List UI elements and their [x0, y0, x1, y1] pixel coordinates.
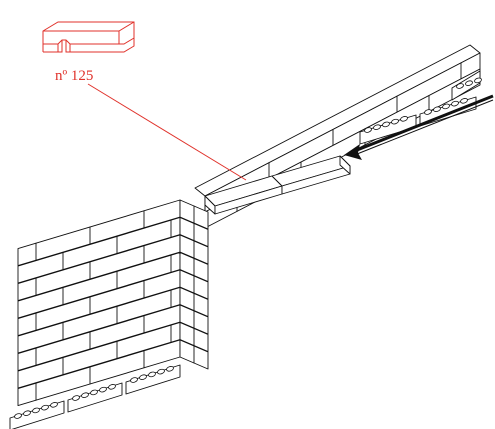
brick-hole	[139, 374, 147, 380]
brick-hole	[391, 118, 399, 125]
brick-hole	[81, 392, 89, 398]
brick-hole	[456, 83, 464, 89]
insertion-arrow	[344, 94, 494, 160]
brick-hole	[424, 109, 432, 115]
left-brick-pier	[17, 199, 209, 407]
brick-hole	[474, 77, 482, 84]
callout-label: nº 125	[55, 68, 93, 84]
brick-hole	[72, 395, 80, 401]
brick-hole	[382, 121, 390, 128]
brick-hole	[41, 404, 49, 411]
pier-hollow-brick-row	[9, 364, 181, 429]
brick-hole	[23, 410, 31, 416]
brick-callout: nº 125	[42, 21, 247, 181]
brick-hole	[14, 413, 22, 419]
brick-hole	[130, 377, 138, 383]
brick-hole	[90, 389, 98, 396]
brick-hole	[460, 98, 468, 104]
brick-hole	[50, 402, 58, 408]
brick-hole	[451, 100, 459, 107]
callout-leader-line	[87, 83, 247, 181]
brick-hole	[373, 124, 381, 130]
brick-hole	[108, 384, 116, 390]
brick-hole	[157, 368, 165, 375]
arrow-head-icon	[344, 144, 362, 160]
brick-hole	[465, 80, 473, 86]
brick-hole	[433, 106, 441, 112]
special-brick-icon	[42, 21, 135, 53]
placed-special-brick	[204, 155, 351, 215]
brick-hole	[99, 386, 107, 393]
brick-hole	[148, 371, 156, 378]
brick-hole	[32, 407, 40, 414]
brick-hole	[442, 103, 450, 110]
brick-hole	[364, 127, 372, 133]
brick-hole	[400, 116, 408, 122]
brick-hole	[166, 366, 174, 372]
